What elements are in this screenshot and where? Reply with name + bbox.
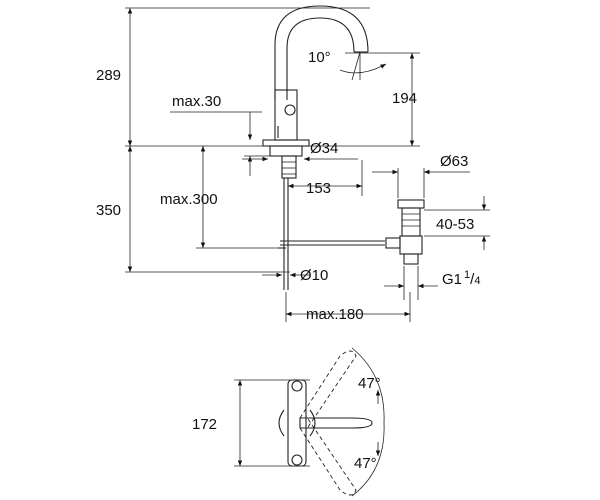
dim-height-lower: 350 — [96, 146, 133, 272]
dim-pull-rod: max.180 — [285, 292, 411, 323]
dim-thickness-max: max.300 — [160, 146, 280, 249]
plan-swivel-up — [299, 350, 357, 431]
label-max30: max.30 — [172, 93, 221, 110]
plan-deck-plate — [278, 379, 316, 467]
thread-num: 1 — [464, 269, 470, 281]
dim-body-diameter: Ø34 — [242, 140, 358, 162]
popup-waste — [385, 199, 425, 265]
dim-spout-height: 194 — [392, 53, 417, 146]
plan-swivel-down — [299, 415, 357, 496]
label-angle-47-top: 47° — [358, 375, 381, 392]
dim-spout-angle: 10° — [308, 49, 387, 81]
label-172: 172 — [192, 416, 217, 433]
label-40-53: 40-53 — [436, 216, 474, 233]
label-d10: Ø10 — [300, 267, 328, 284]
label-max300: max.300 — [160, 191, 218, 208]
label-angle-47-bottom: 47° — [354, 455, 377, 472]
side-view: 289 350 10° 194 max.30 — [96, 5, 490, 323]
label-350: 350 — [96, 202, 121, 219]
plan-swivel-arc — [351, 347, 385, 497]
dim-height-upper: 289 — [96, 8, 133, 146]
plan-handle — [299, 417, 373, 429]
dim-swivel-angles: 47° 47° — [354, 375, 381, 472]
dim-lever-clearance: max.30 — [170, 93, 270, 176]
thread-main: G1 — [442, 271, 462, 288]
thread-den: 4 — [474, 275, 480, 287]
label-angle-10: 10° — [308, 49, 331, 66]
label-289: 289 — [96, 67, 121, 84]
plan-view: 172 47° 47° — [192, 347, 385, 497]
label-d34: Ø34 — [310, 140, 338, 157]
label-153: 153 — [306, 180, 331, 197]
label-max180: max.180 — [306, 306, 364, 323]
dim-waste-diameter: Ø63 — [372, 153, 470, 198]
label-194: 194 — [392, 90, 417, 107]
label-d63: Ø63 — [440, 153, 468, 170]
dim-waste-range: 40-53 — [424, 196, 490, 250]
dim-plan-width: 172 — [192, 380, 243, 466]
dim-supply-diameter: Ø10 — [262, 267, 328, 284]
faucet-body — [262, 5, 385, 290]
dim-spout-reach: 153 — [288, 160, 363, 197]
